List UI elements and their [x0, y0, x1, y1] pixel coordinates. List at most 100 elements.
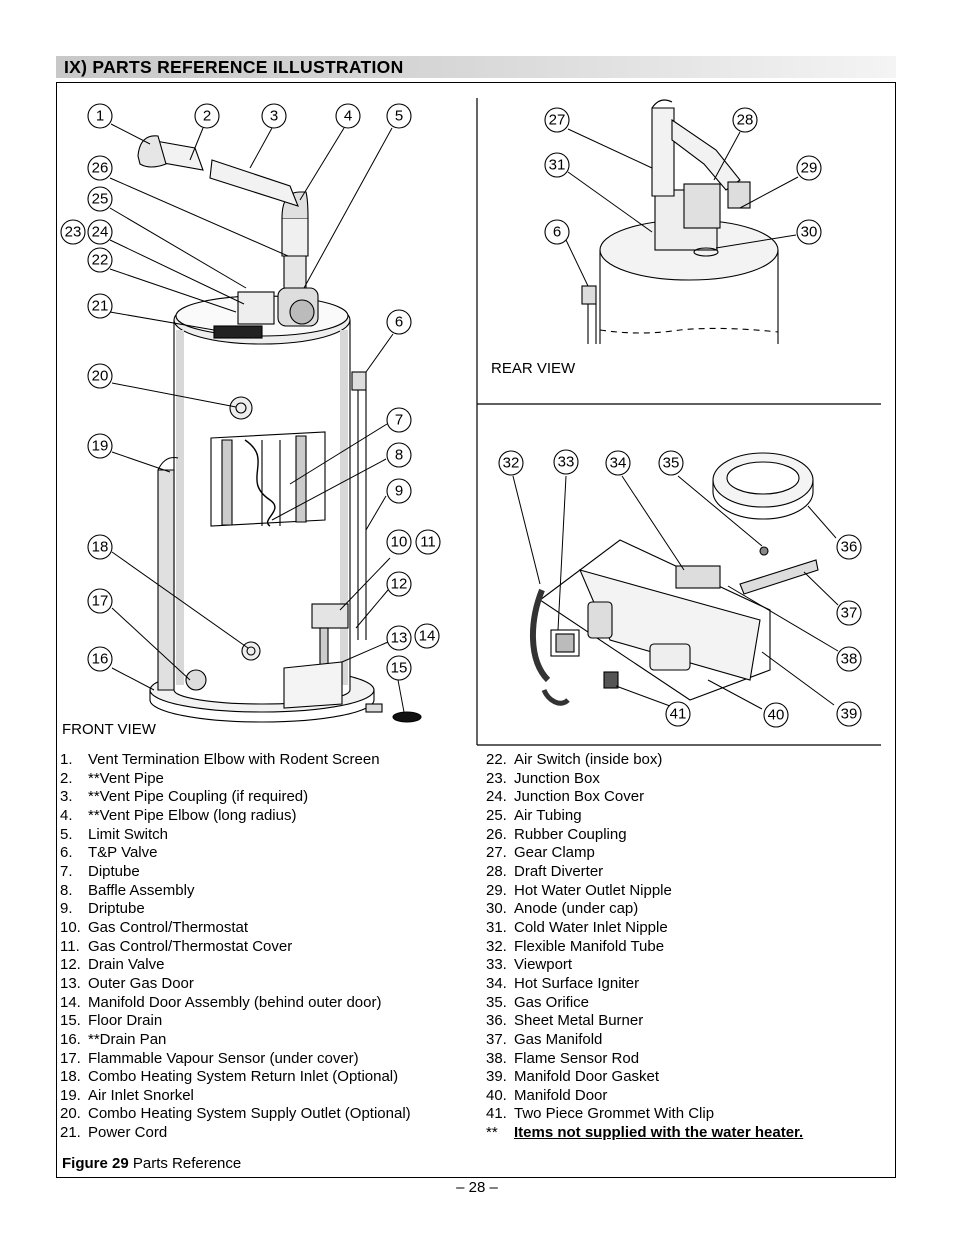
svg-text:31: 31 [549, 157, 566, 174]
list-item: 32.Flexible Manifold Tube [486, 937, 665, 955]
callout-28: 28 [732, 107, 758, 133]
svg-text:19: 19 [92, 438, 109, 455]
callout-12: 12 [386, 571, 412, 597]
callout-27: 27 [544, 107, 570, 133]
svg-text:15: 15 [391, 660, 408, 677]
list-item: 38.Flame Sensor Rod [486, 1049, 640, 1067]
list-item: 22.Air Switch (inside box) [486, 751, 663, 768]
list-item: 13.Outer Gas Door [60, 974, 194, 992]
page-number: – 28 – [456, 1179, 498, 1196]
list-item: 35.Gas Orifice [486, 993, 590, 1011]
list-item: 3.**Vent Pipe Coupling (if required) [60, 788, 309, 806]
callout-18: 18 [87, 534, 113, 560]
callout-10: 10 [386, 529, 412, 555]
callout-6-rear: 6 [544, 219, 570, 245]
callout-34: 34 [605, 450, 631, 476]
list-item: 11.Gas Control/Thermostat Cover [60, 937, 293, 955]
svg-text:8: 8 [395, 447, 403, 464]
callout-21: 21 [87, 293, 113, 319]
svg-text:37: 37 [841, 605, 858, 622]
list-item: 19.Air Inlet Snorkel [60, 1086, 194, 1104]
list-item: 33.Viewport [486, 956, 573, 974]
svg-text:36: 36 [841, 539, 858, 556]
callout-6: 6 [386, 309, 412, 335]
list-item: 31.Cold Water Inlet Nipple [486, 918, 668, 936]
svg-text:29: 29 [801, 160, 818, 177]
list-item: 28.Draft Diverter [486, 862, 604, 880]
callout-32: 32 [498, 450, 524, 476]
callout-13: 13 [386, 625, 412, 651]
callout-39: 39 [836, 701, 862, 727]
callout-20: 20 [87, 363, 113, 389]
front-view-label: FRONT VIEW [62, 721, 156, 738]
svg-text:32: 32 [503, 455, 520, 472]
rear-view-label: REAR VIEW [491, 360, 576, 377]
figure-caption-text: Parts Reference [132, 1155, 242, 1172]
list-item: 9.Driptube [60, 900, 145, 918]
list-item: 6.T&P Valve [60, 844, 158, 862]
list-item: 7.Diptube [60, 862, 140, 880]
list-item: 30.Anode (under cap) [486, 900, 639, 918]
section-title: IX) PARTS REFERENCE ILLUSTRATION [64, 57, 404, 77]
list-item: 27.Gear Clamp [486, 844, 595, 862]
callout-5: 5 [386, 103, 412, 129]
callout-37: 37 [836, 600, 862, 626]
svg-text:10: 10 [391, 534, 408, 551]
list-item: 26.Rubber Coupling [486, 825, 627, 843]
list-item: 20.Combo Heating System Supply Outlet (O… [60, 1105, 411, 1123]
callout-4: 4 [335, 103, 361, 129]
parts-list-left: 1.Vent Termination Elbow with Rodent Scr… [60, 751, 411, 1143]
svg-text:11: 11 [420, 534, 436, 551]
list-item: 25.Air Tubing [486, 806, 582, 824]
callout-29: 29 [796, 155, 822, 181]
list-item: 21.Power Cord [60, 1124, 168, 1142]
svg-text:13: 13 [391, 630, 408, 647]
callout-9: 9 [386, 478, 412, 504]
callout-8: 8 [386, 442, 412, 468]
svg-text:28: 28 [737, 112, 754, 129]
svg-text:20: 20 [92, 368, 109, 385]
svg-text:41: 41 [670, 706, 687, 723]
svg-text:38: 38 [841, 651, 858, 668]
svg-text:16: 16 [92, 651, 109, 668]
callout-40: 40 [763, 702, 789, 728]
list-item: 16.**Drain Pan [60, 1030, 167, 1048]
svg-text:6: 6 [553, 224, 561, 241]
svg-text:30: 30 [801, 224, 818, 241]
list-item: 15.Floor Drain [60, 1012, 163, 1030]
svg-text:7: 7 [395, 412, 403, 429]
list-item: 12.Drain Valve [60, 956, 165, 974]
svg-text:3: 3 [270, 108, 278, 125]
list-item: 24.Junction Box Cover [486, 788, 645, 806]
svg-text:1: 1 [96, 108, 104, 125]
list-item: 37.Gas Manifold [486, 1030, 603, 1048]
list-item: 8.Baffle Assembly [60, 881, 195, 899]
list-item: 14.Manifold Door Assembly (behind outer … [60, 993, 382, 1011]
svg-text:35: 35 [663, 455, 680, 472]
callout-22: 22 [87, 247, 113, 273]
callout-24: 24 [87, 219, 113, 245]
parts-list-right: 22.Air Switch (inside box) 23.Junction B… [486, 751, 803, 1143]
list-item: 1.Vent Termination Elbow with Rodent Scr… [60, 751, 380, 768]
list-item: 23.Junction Box [486, 769, 600, 787]
list-item: 10.Gas Control/Thermostat [60, 918, 249, 936]
front-view-drawing [137, 135, 422, 723]
svg-text:39: 39 [841, 706, 858, 723]
svg-text:2: 2 [203, 108, 211, 125]
svg-text:14: 14 [419, 628, 436, 645]
svg-text:25: 25 [92, 191, 109, 208]
svg-text:6: 6 [395, 314, 403, 331]
svg-text:18: 18 [92, 539, 109, 556]
callout-33: 33 [553, 449, 579, 475]
callout-26: 26 [87, 155, 113, 181]
list-item: 41.Two Piece Grommet With Clip [486, 1105, 715, 1123]
list-item: 29.Hot Water Outlet Nipple [486, 881, 672, 899]
callout-19: 19 [87, 433, 113, 459]
callout-3: 3 [261, 103, 287, 129]
callout-1: 1 [87, 103, 113, 129]
callout-17: 17 [87, 588, 113, 614]
callout-38: 38 [836, 646, 862, 672]
rear-view-drawing [581, 99, 779, 344]
callout-36: 36 [836, 534, 862, 560]
